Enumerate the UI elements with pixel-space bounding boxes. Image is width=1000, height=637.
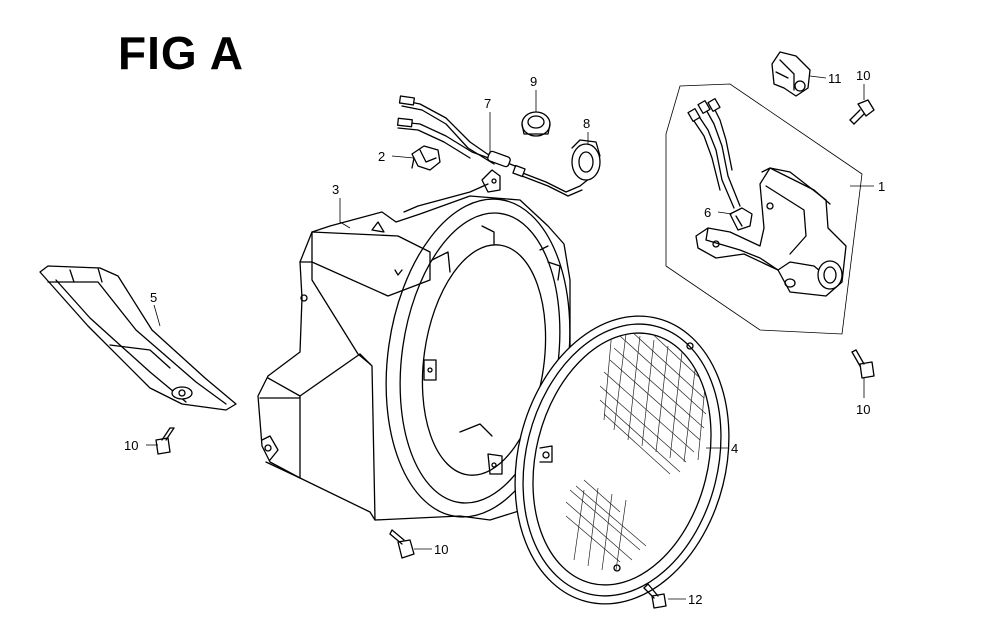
- callout-8: 8: [583, 116, 590, 131]
- part-1-switch-assembly: [665, 83, 863, 335]
- part-10-bolt-left: [155, 427, 175, 455]
- part-5-shroud-deflector: [39, 265, 237, 411]
- callout-10-bottom: 10: [434, 542, 448, 557]
- part-10-bolt-top-right: [849, 99, 875, 125]
- callout-11: 11: [828, 71, 842, 86]
- part-10-bolt-right: [851, 349, 875, 379]
- part-8-sensor: [512, 139, 601, 197]
- leader-lines: [146, 75, 874, 600]
- callout-6: 6: [704, 205, 711, 220]
- callout-10-right: 10: [856, 402, 870, 417]
- callouts: 1 2 3 4 5 6 7 8 9 10 10 10 10 11 12: [124, 68, 885, 607]
- callout-10-top-right: 10: [856, 68, 870, 83]
- callout-1: 1: [878, 179, 885, 194]
- callout-3: 3: [332, 182, 339, 197]
- part-2-clip: [411, 145, 441, 171]
- part-4-fan-screen: [514, 315, 730, 605]
- callout-10-left: 10: [124, 438, 138, 453]
- part-12-bolt: [643, 583, 667, 609]
- callout-7: 7: [484, 96, 491, 111]
- callout-9: 9: [530, 74, 537, 89]
- callout-4: 4: [731, 441, 738, 456]
- part-7-wire-harness: [396, 95, 521, 169]
- figure-title: FIG A: [118, 27, 244, 79]
- callout-12: 12: [688, 592, 702, 607]
- callout-2: 2: [378, 149, 385, 164]
- callout-5: 5: [150, 290, 157, 305]
- part-9-grommet: [521, 111, 551, 137]
- part-3-fan-cover: [257, 169, 571, 521]
- part-11-clip: [771, 51, 811, 97]
- part-10-bolt-bottom: [389, 529, 415, 559]
